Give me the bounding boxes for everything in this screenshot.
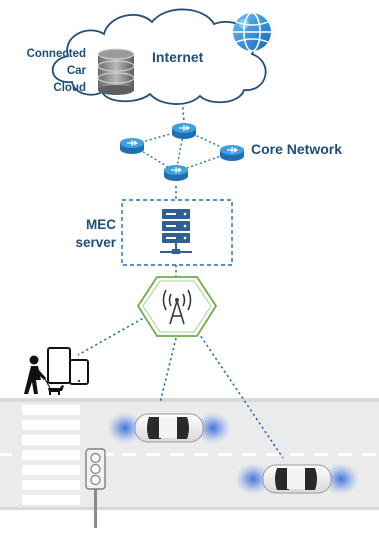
core-network-label: Core Network (251, 141, 343, 157)
traffic-light-icon (85, 448, 106, 528)
link-internet-core (181, 96, 185, 123)
antenna-icon (162, 289, 192, 325)
connected-car-cloud-label-line: Car (66, 65, 86, 77)
mec-server-label-line: MEC (86, 217, 116, 232)
road-edge-top (0, 398, 379, 402)
link-basestation-car-1 (159, 337, 177, 404)
internet-label: Internet (152, 49, 204, 65)
crosswalk (22, 405, 80, 505)
base-station (136, 276, 218, 337)
road-edge-bottom (0, 507, 379, 510)
tablet-icon (47, 347, 71, 384)
car-icon (107, 412, 231, 444)
router-icon (120, 138, 144, 154)
router-icon (164, 165, 188, 181)
server-icon (160, 209, 192, 254)
phone-icon (69, 359, 89, 385)
router-icon (172, 123, 196, 139)
link-basestation-car-2 (197, 331, 284, 459)
car-icon (235, 463, 359, 495)
router-icon (220, 145, 244, 161)
globe-icon (233, 12, 271, 52)
mec-server-label: MEC server (56, 216, 116, 252)
connected-car-cloud-label-line: Cloud (53, 82, 86, 94)
link-basestation-pedestrian (77, 315, 148, 356)
dashed-links (77, 96, 284, 459)
connected-car-cloud-label-line: Connected (26, 48, 86, 60)
pedestrian-icon (24, 355, 64, 395)
mec-server-label-line: server (75, 235, 116, 250)
connected-car-cloud-label: Connected Car Cloud (6, 46, 86, 97)
lane-divider (0, 453, 376, 456)
mec-server-box (121, 199, 233, 266)
database-icon (97, 48, 135, 95)
